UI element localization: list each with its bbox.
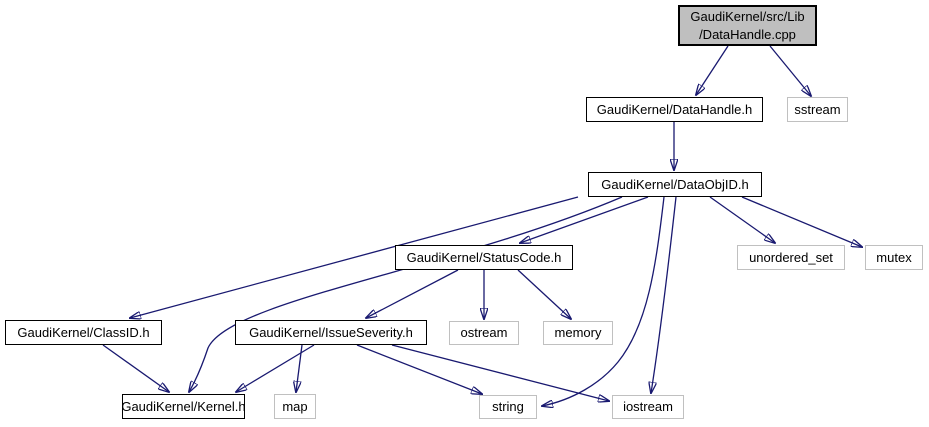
node-statuscode-h[interactable]: GaudiKernel/StatusCode.h [395, 245, 573, 270]
node-string: string [479, 395, 537, 419]
edge-statuscode_h-issueseverity_h [366, 269, 459, 318]
node-dataobjid-h[interactable]: GaudiKernel/DataObjID.h [588, 172, 762, 197]
edge-dataobjid_h-iostream [651, 196, 677, 393]
edge-issueseverity_h-kernel_h [236, 344, 315, 392]
edge-statuscode_h-memory [517, 269, 571, 319]
node-memory: memory [543, 321, 613, 345]
edge-dataobjid_h-statuscode_h [520, 196, 649, 243]
edge-dataobjid_h-kernel_h [189, 196, 623, 392]
node-ostream: ostream [449, 321, 519, 345]
node-kernel-h[interactable]: GaudiKernel/Kernel.h [121, 394, 246, 419]
node-unordered-set: unordered_set [737, 245, 845, 270]
node-iostream: iostream [612, 395, 684, 419]
node-sstream: sstream [787, 97, 848, 122]
edge-issueseverity_h-iostream [391, 344, 609, 401]
node-mutex: mutex [865, 245, 923, 270]
node-datahandle-cpp: GaudiKernel/src/Lib /DataHandle.cpp [678, 5, 817, 46]
node-issueseverity-h[interactable]: GaudiKernel/IssueSeverity.h [235, 320, 427, 345]
node-classid-h[interactable]: GaudiKernel/ClassID.h [5, 320, 162, 345]
edge-dataobjid_h-mutex [741, 196, 862, 247]
edge-classid_h-kernel_h [102, 344, 169, 392]
node-datahandle-h[interactable]: GaudiKernel/DataHandle.h [586, 97, 763, 122]
edge-dataobjid_h-string [542, 196, 665, 406]
node-map: map [274, 394, 316, 419]
edge-datahandle_cpp-sstream [769, 45, 811, 96]
edge-dataobjid_h-classid_h [130, 196, 579, 318]
edge-issueseverity_h-string [356, 344, 482, 394]
edge-datahandle_cpp-datahandle_h [696, 45, 729, 95]
edge-issueseverity_h-map [296, 344, 303, 392]
edge-dataobjid_h-unordered_set [709, 196, 775, 243]
